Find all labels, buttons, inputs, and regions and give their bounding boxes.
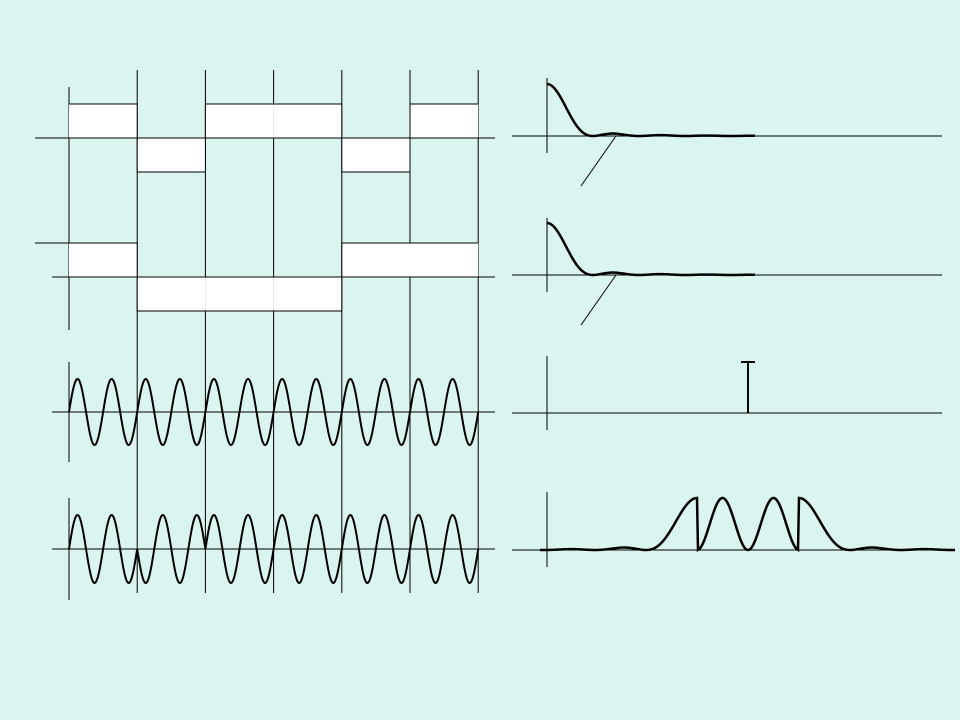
nrz-band-0-3 [273, 104, 342, 138]
nrz-signal-b [35, 242, 495, 312]
nrz-band-0-5 [410, 104, 479, 138]
modulated-spectrum [512, 492, 956, 567]
nrz-band-0-2 [205, 104, 274, 138]
spectrum-a-pointer-line [580, 135, 617, 187]
nrz-signal-a [35, 103, 495, 173]
modulated-signal-waveform [68, 513, 480, 585]
nrz-band-1-0 [69, 243, 138, 277]
modulated-signal [52, 498, 495, 600]
carrier-signal-waveform [68, 377, 480, 447]
carrier-spectrum [512, 356, 942, 430]
nrz-band-1-4 [341, 243, 410, 277]
nrz-band-1-1 [137, 277, 206, 311]
nrz-signal-a-highlight-bands [69, 104, 479, 172]
nrz-band-0-4 [341, 138, 410, 172]
spectrum-b-pointer-line [580, 274, 617, 326]
nrz-band-1-2 [205, 277, 274, 311]
nrz-signal-b-highlight-bands [69, 243, 479, 311]
nrz-band-0-1 [137, 138, 206, 172]
nrz-signal-b-waveform [69, 242, 479, 312]
spectrum-a-curve [546, 82, 755, 138]
modulated-spectrum-curve [539, 496, 956, 552]
nrz-band-1-3 [273, 277, 342, 311]
nrz-band-1-5 [410, 243, 479, 277]
left-time-domain-panels [35, 70, 495, 600]
nrz-band-0-0 [69, 104, 138, 138]
carrier-signal [52, 362, 495, 462]
right-spectrum-panels [512, 78, 956, 567]
spectrum-b [512, 218, 942, 326]
spectrum-a [512, 78, 942, 187]
spectrum-b-curve [546, 221, 755, 277]
nrz-signal-a-waveform [69, 103, 479, 173]
